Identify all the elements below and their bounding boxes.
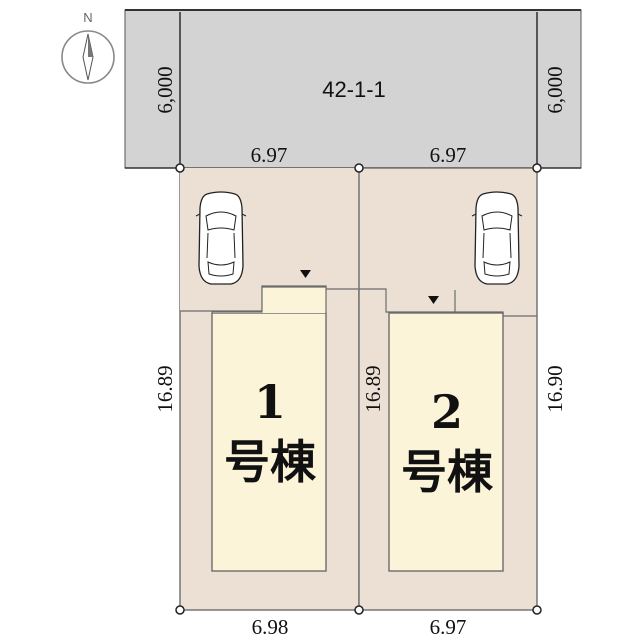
lot-2-depth-left: 16.89 [361, 365, 385, 412]
road: 42-1-1 [124, 9, 582, 169]
lot-1-depth: 16.89 [153, 365, 177, 412]
lot-2-number: 2 [431, 385, 463, 439]
lot-1-name: 号棟 [224, 435, 317, 489]
north-arrow-icon: N [61, 10, 115, 84]
lot-1-bottom-width: 6.98 [252, 615, 289, 639]
entrance-marker-2 [428, 296, 439, 304]
building-2 [388, 312, 504, 572]
lot-1-number: 1 [254, 375, 286, 429]
car-icon-1 [195, 191, 247, 285]
entrance-marker-1 [300, 270, 311, 278]
lot-2-name: 号棟 [401, 445, 494, 499]
road-width-left: 6,000 [153, 66, 177, 113]
lot-2-top-width: 6.97 [430, 143, 467, 167]
lot-1-top-width: 6.97 [251, 143, 288, 167]
lot-vertex-markers [175, 163, 542, 615]
car-icon-2 [471, 191, 523, 285]
north-label: N [83, 10, 92, 25]
road-width-right: 6,000 [543, 66, 567, 113]
lot-2-bottom-width: 6.97 [430, 615, 467, 639]
lot-2-depth-right: 16.90 [543, 365, 567, 412]
road-label: 42-1-1 [322, 77, 386, 102]
